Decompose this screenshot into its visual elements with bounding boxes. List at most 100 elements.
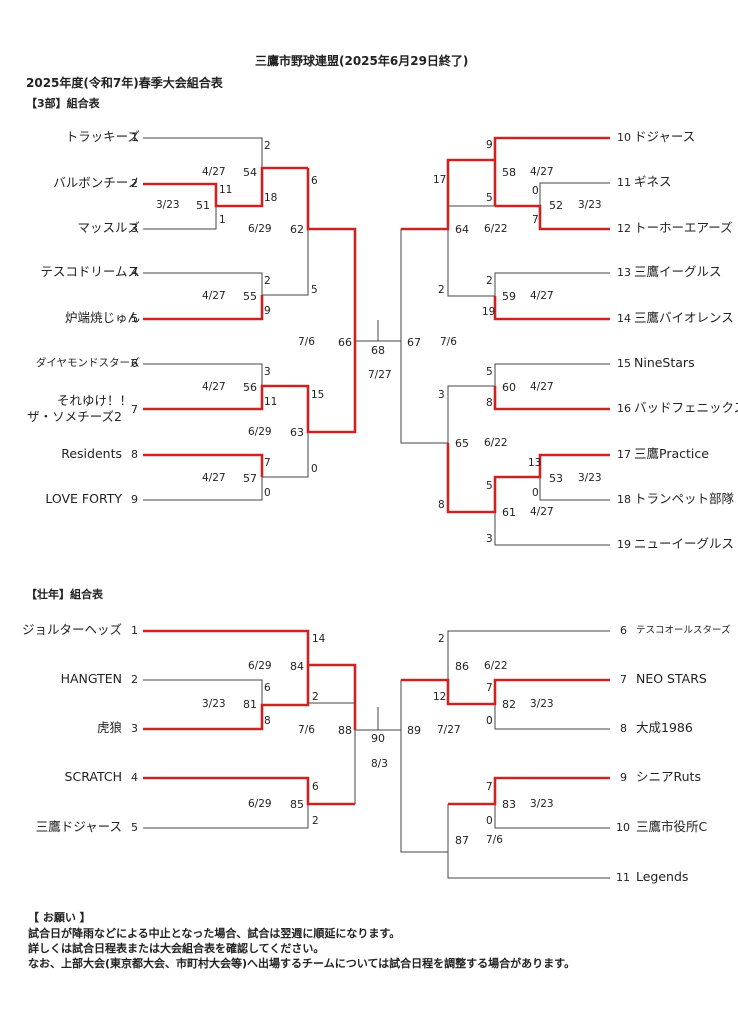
game-date: 3/23	[578, 199, 602, 211]
game-date: 6/29	[248, 223, 272, 235]
score: 2	[312, 691, 319, 703]
game-number: 55	[243, 290, 257, 303]
line-g62-lower	[262, 229, 309, 296]
win-s4	[143, 776, 355, 806]
score: 7	[532, 214, 539, 226]
team-name-line2: ザ・ソメチーズ2	[27, 409, 122, 424]
game-date: 3/23	[202, 698, 226, 710]
game-number: 61	[502, 506, 516, 519]
page-title: 三鷹市野球連盟(2025年6月29日終了)	[255, 54, 469, 68]
score: 0	[486, 715, 493, 727]
line-s5	[143, 804, 309, 829]
score: 0	[486, 815, 493, 827]
game-date: 6/22	[484, 223, 508, 235]
game-number: 85	[290, 798, 304, 811]
win-r12	[495, 204, 610, 231]
score: 14	[312, 633, 326, 645]
team-name: 大成1986	[636, 720, 693, 735]
score: 19	[482, 306, 496, 318]
score: 5	[311, 284, 318, 296]
team-name: マッスルズ	[77, 220, 140, 235]
team-number: 2	[131, 673, 138, 686]
score: 7	[486, 781, 493, 793]
team-name: 炉端焼じゅん	[64, 310, 140, 325]
score: 7	[486, 682, 493, 694]
score: 0	[532, 185, 539, 197]
game-number: 64	[455, 223, 469, 236]
team-name: トーホーエアーズ	[634, 220, 733, 235]
line-s11	[447, 852, 610, 879]
game-date: 6/29	[248, 426, 272, 438]
score: 3	[438, 389, 445, 401]
win-r17	[446, 443, 610, 514]
game-number: 62	[290, 223, 304, 236]
score: 2	[438, 284, 445, 296]
score: 15	[311, 389, 325, 401]
page-subtitle: 2025年度(令和7年)春季大会組合表	[26, 76, 223, 90]
game-date: 6/29	[248, 798, 272, 810]
line-g63-lower	[262, 432, 309, 478]
team-name: ドジャース	[634, 129, 696, 144]
game-number: 82	[502, 698, 516, 711]
game-number: 84	[290, 660, 304, 673]
game-number: 67	[407, 336, 421, 349]
game-number: 59	[502, 290, 516, 303]
score: 3	[264, 366, 271, 378]
team-name: シニアRuts	[636, 769, 701, 784]
win-r14	[493, 296, 610, 321]
line-r18	[539, 477, 610, 501]
game-number: 65	[455, 437, 469, 450]
score: 0	[532, 487, 539, 499]
game-number: 52	[549, 199, 563, 212]
score: 5	[486, 192, 493, 204]
game-date: 3/23	[530, 698, 554, 710]
team-number: 1	[131, 131, 138, 144]
game-date: 3/23	[156, 199, 180, 211]
team-number: 2	[131, 177, 138, 190]
win-r10	[493, 136, 610, 206]
team-name: NineStars	[634, 355, 695, 370]
team-number: 19	[617, 538, 631, 551]
score: 2	[264, 140, 271, 152]
team-name: ニューイーグルス	[634, 536, 735, 551]
team-number: 3	[131, 722, 138, 735]
win-g64	[401, 158, 495, 231]
team-name: HANGTEN	[60, 671, 122, 686]
score: 12	[433, 691, 447, 703]
team-name: トラッキーズ	[65, 129, 140, 144]
line-r19	[494, 512, 610, 546]
team-number: 15	[617, 357, 631, 370]
team-number: 4	[131, 266, 138, 279]
game-date: 6/22	[484, 660, 508, 672]
score: 5	[486, 366, 493, 378]
team-name: Legends	[636, 869, 689, 884]
line-r11	[539, 182, 610, 206]
game-date: 7/6	[298, 724, 315, 736]
team-name: バッドフェニックス	[634, 400, 738, 415]
line-l9	[143, 477, 263, 501]
team-number: 7	[620, 673, 627, 686]
game-date: 7/6	[298, 336, 315, 348]
score: 9	[486, 139, 493, 151]
line-r13	[494, 272, 610, 296]
line-r15	[494, 363, 610, 386]
line-g64-lower	[447, 229, 495, 297]
game-number: 57	[243, 472, 257, 485]
game-date: 3/23	[578, 472, 602, 484]
team-number: 17	[617, 448, 631, 461]
team-name: 三鷹ドジャース	[35, 819, 122, 834]
team-number: 8	[620, 722, 627, 735]
score: 5	[486, 480, 493, 492]
game-number: 60	[502, 381, 516, 394]
line-l6	[143, 363, 263, 386]
score: 0	[264, 487, 271, 499]
team-name: SCRATCH	[64, 769, 122, 784]
line-s6	[447, 630, 610, 680]
team-name: それゆけ！！	[56, 393, 132, 408]
team-name: テスコドリームス	[40, 264, 140, 279]
game-date: 4/27	[202, 472, 226, 484]
score: 6	[264, 682, 271, 694]
team-number: 8	[131, 448, 138, 461]
notice-line: 詳しくは試合日程表または大会組合表を確認してください。	[28, 942, 325, 955]
game-date: 3/23	[530, 798, 554, 810]
